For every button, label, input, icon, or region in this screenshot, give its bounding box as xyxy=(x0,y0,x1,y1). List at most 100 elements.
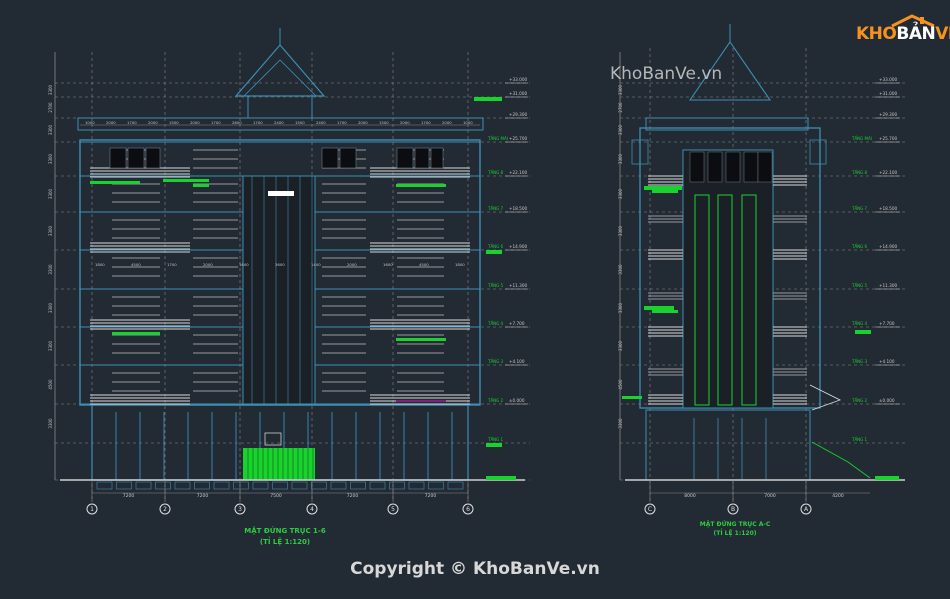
mid-dimension-text: 1600 xyxy=(383,262,393,267)
left-drawing-scale: (TỈ LỆ 1:120) xyxy=(259,538,311,546)
top-dimension-text: 2000 xyxy=(190,120,200,125)
left-dimension-text: 3300 xyxy=(618,225,623,236)
level-text: ±0.000 xyxy=(509,398,525,403)
level-text: +11.300 xyxy=(509,283,527,288)
left-dimension-text: 2700 xyxy=(618,102,623,113)
axis-bubble xyxy=(462,503,474,515)
left-dimension-text: 3300 xyxy=(618,153,623,164)
axis-bubble-text: 5 xyxy=(391,506,395,513)
axis-bubble xyxy=(306,503,318,515)
top-window xyxy=(321,147,339,169)
green-callout-bar xyxy=(396,338,446,341)
left-dimension-text: 3300 xyxy=(48,84,53,95)
mid-dimension-text: 1800 xyxy=(95,262,105,267)
roof-pyramid xyxy=(688,41,772,101)
right-elevation-drawing: 3300270033003300330033003300330033004500… xyxy=(618,24,905,515)
entrance-door xyxy=(243,448,315,480)
left-dimension-text: 3300 xyxy=(48,302,53,313)
bottom-dimension-text: 7200 xyxy=(123,493,135,499)
left-dimension-text: 2700 xyxy=(48,102,53,113)
right-drawing-scale: (TỈ LỆ 1:120) xyxy=(713,530,757,537)
core-highlight xyxy=(268,191,294,196)
bottom-dimension-text: 7200 xyxy=(347,493,359,499)
green-callout-bar xyxy=(486,476,516,480)
floor-label: TẦNG MÁI xyxy=(851,136,872,141)
axis-bubble xyxy=(800,503,812,515)
level-text: +33.000 xyxy=(509,77,527,82)
level-text: +29.300 xyxy=(509,112,527,117)
mid-dimension-text: 2600 xyxy=(275,262,285,267)
level-text: +18.500 xyxy=(879,206,897,211)
level-text: +4.100 xyxy=(879,359,895,364)
foundation-box xyxy=(174,481,191,490)
green-callout-bar xyxy=(90,181,140,184)
level-text: +14.900 xyxy=(879,244,897,249)
top-dimension-text: 1500 xyxy=(295,120,305,125)
top-dimension-text: 2400 xyxy=(274,120,284,125)
top-window xyxy=(145,147,161,169)
canopy-line xyxy=(809,384,842,411)
floor-label: TẦNG 4 xyxy=(487,321,504,326)
foundation-box xyxy=(252,481,269,490)
level-text: ±0.000 xyxy=(879,398,895,403)
top-dimension-text: 2400 xyxy=(316,120,326,125)
bottom-dimension-text: 7500 xyxy=(270,493,282,499)
left-dimension-text: 4500 xyxy=(618,379,623,390)
roof-parapet xyxy=(645,117,809,131)
bottom-dimension-text: 7200 xyxy=(425,493,437,499)
level-text: +25.700 xyxy=(879,136,897,141)
ramp-line xyxy=(811,441,871,479)
left-dimension-text: 3300 xyxy=(48,340,53,351)
foundation-box xyxy=(389,481,405,490)
floor-label: TẦNG MÁI xyxy=(487,136,508,141)
top-window xyxy=(725,151,741,183)
level-text: +22.100 xyxy=(879,170,897,175)
top-window xyxy=(339,147,357,169)
foundation-box xyxy=(116,481,132,490)
level-text: +11.300 xyxy=(879,283,897,288)
roof-pyramid-inner xyxy=(243,59,317,97)
mid-dimension-text: 1700 xyxy=(167,262,177,267)
floor-label: TẦNG 8 xyxy=(851,170,868,175)
top-window xyxy=(127,147,145,169)
left-dimension-text: 3300 xyxy=(48,124,53,135)
foundation-box xyxy=(428,481,444,490)
top-dimension-text: 1000 xyxy=(463,120,473,125)
floor-label: TẦNG 4 xyxy=(851,321,868,326)
floor-label: TẦNG 1 xyxy=(851,437,868,442)
axis-bubble-text: A xyxy=(804,506,809,513)
green-callout-bar xyxy=(396,184,446,187)
watermark-top: KhoBanVe.vn xyxy=(610,64,723,84)
left-dimension-text: 3300 xyxy=(48,225,53,236)
mid-dimension-text: 1600 xyxy=(239,262,249,267)
logo-brand-ban: BẢN xyxy=(896,24,936,44)
bottom-dimension-text: 7200 xyxy=(197,493,209,499)
foundation-box xyxy=(213,481,230,490)
green-callout-bar xyxy=(112,332,160,335)
foundation-box xyxy=(350,481,366,490)
green-callout-bar xyxy=(474,97,502,101)
top-window xyxy=(689,151,705,183)
top-dimension-text: 2000 xyxy=(358,120,368,125)
left-dimension-text: 3300 xyxy=(618,84,623,95)
floor-label: TẦNG 7 xyxy=(851,206,868,211)
mid-dimension-text: 1400 xyxy=(311,262,321,267)
floor-label: TẦNG 1 xyxy=(487,437,504,442)
floor-label: TẦNG 7 xyxy=(487,206,504,211)
floor-label: TẦNG 5 xyxy=(851,283,868,288)
top-dimension-text: 1000 xyxy=(85,120,95,125)
green-callout-bar xyxy=(622,396,642,399)
top-window xyxy=(396,147,414,169)
green-vertical-fin xyxy=(717,194,733,406)
level-text: +33.000 xyxy=(879,77,897,82)
level-text: +22.100 xyxy=(509,170,527,175)
level-text: +31.000 xyxy=(509,91,527,96)
side-dormer-right xyxy=(809,139,827,165)
logo-wordmark: KHOBẢNVẼ xyxy=(856,24,950,44)
roof-tower-body xyxy=(247,95,313,119)
green-callout-bar xyxy=(486,443,502,447)
khobanve-logo xyxy=(852,14,942,54)
top-dimension-text: 2600 xyxy=(232,120,242,125)
level-text: +18.500 xyxy=(509,206,527,211)
logo-brand-ve: VẼ xyxy=(935,24,950,44)
